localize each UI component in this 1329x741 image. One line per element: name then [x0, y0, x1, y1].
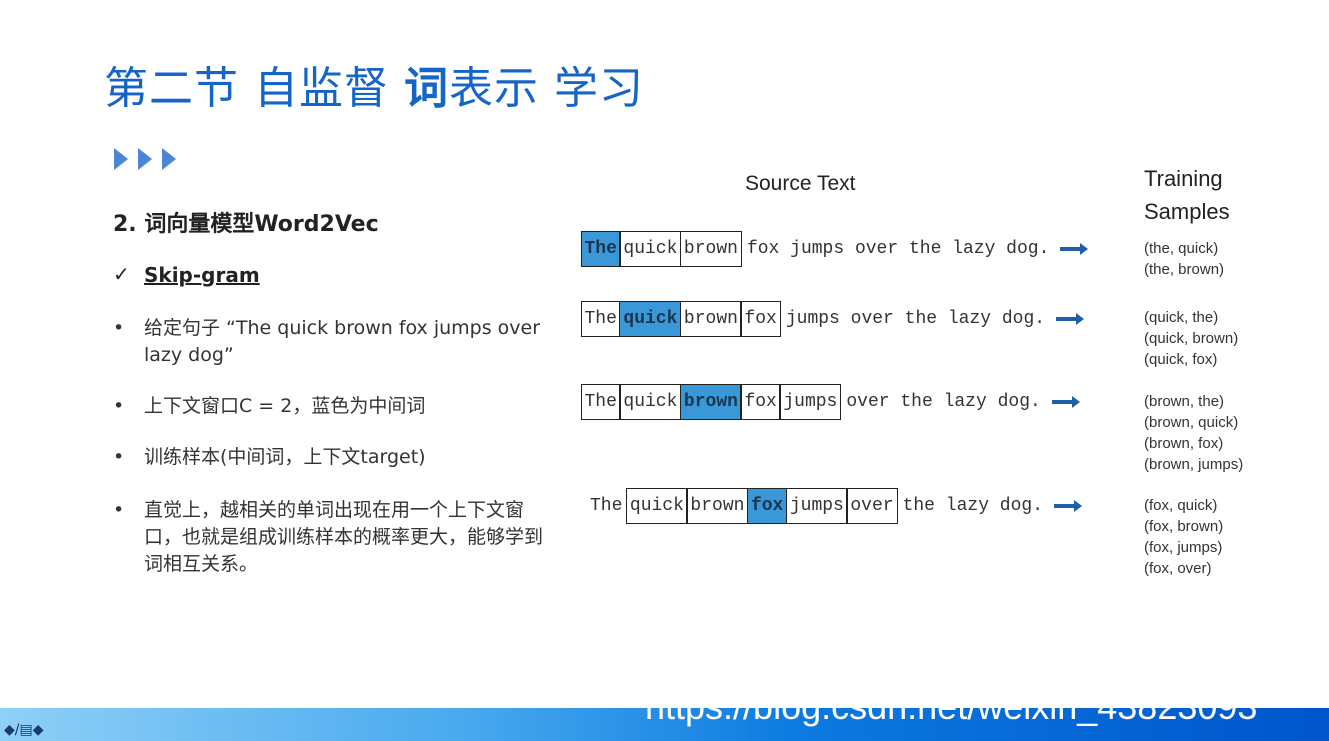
training-sample: (fox, jumps) — [1144, 539, 1223, 556]
bullet-text-4: 直觉上，越相关的单词出现在用一个上下文窗口，也就是组成训练样本的概率更大，能够学… — [144, 499, 544, 575]
training-samples-list: (the, quick) (the, brown) — [1144, 238, 1224, 280]
bullet-text-2: 上下文窗口C = 2，蓝色为中间词 — [144, 395, 426, 417]
training-sample: (the, quick) — [1144, 240, 1219, 257]
source-text-heading: Source Text — [745, 172, 856, 195]
bullet-text-1: 给定句子 “The quick brown fox jumps over laz… — [144, 317, 541, 366]
bullet-text-3: 训练样本(中间词，上下文target) — [144, 446, 426, 468]
training-samples-list: (brown, the) (brown, quick) (brown, fox) (b… — [1144, 391, 1243, 475]
training-sample: (fox, quick) — [1144, 497, 1218, 514]
center-word-box: fox — [746, 488, 788, 524]
bullet-icon: • — [113, 446, 125, 468]
bullet-icon: • — [113, 499, 125, 521]
context-word-box: The — [580, 301, 621, 337]
bullet-icon: • — [113, 317, 125, 339]
training-sample: (quick, the) — [1144, 309, 1219, 326]
context-word-box: brown — [686, 488, 749, 524]
training-sample: (quick, fox) — [1144, 351, 1218, 368]
training-sample: (brown, fox) — [1144, 435, 1224, 452]
context-word-box: jumps — [779, 384, 842, 420]
sentence-text: The — [590, 496, 623, 516]
center-word-box: quick — [619, 301, 682, 337]
context-word-box: fox — [740, 384, 781, 420]
arrow-right-icon — [1056, 313, 1085, 325]
context-word-box: quick — [619, 384, 682, 420]
training-samples-list: (fox, quick) (fox, brown) (fox, jumps) (fox… — [1144, 495, 1223, 579]
context-word-box: fox — [740, 301, 781, 337]
arrow-right-icon — [1051, 396, 1080, 408]
context-word-box: quick — [619, 231, 682, 267]
training-sample: (brown, the) — [1144, 393, 1225, 410]
sentence-text: fox jumps over the lazy dog. — [746, 239, 1050, 259]
arrow-right-icon — [1054, 500, 1083, 512]
training-sample: (brown, quick) — [1144, 414, 1239, 431]
context-word-box: The — [580, 384, 621, 420]
context-word-box: jumps — [785, 488, 848, 524]
skip-gram-label: Skip-gram — [144, 263, 260, 287]
title-text: 第二节 自监督 — [104, 63, 404, 114]
sentence-text: over the lazy dog. — [846, 392, 1041, 412]
training-samples-list: (quick, the) (quick, brown) (quick, fox) — [1144, 307, 1238, 370]
context-word-box: brown — [679, 301, 742, 337]
training-sample: (quick, brown) — [1144, 330, 1239, 347]
sentence-text: jumps over the lazy dog. — [785, 309, 1046, 329]
training-sample: (fox, brown) — [1144, 518, 1224, 535]
sentence-text: the lazy dog. — [902, 496, 1044, 516]
checkmark-icon: ✓ — [113, 262, 130, 286]
arrow-right-icon — [1060, 243, 1089, 255]
center-word-box: brown — [679, 384, 742, 420]
center-word-box: The — [580, 231, 621, 267]
training-samples-heading: Training Samples — [1144, 166, 1230, 224]
section-heading: 2. 词向量模型Word2Vec — [113, 212, 379, 237]
slide-title: 第二节 自监督 词表示 学习 — [104, 52, 644, 116]
training-sample: (fox, over) — [1144, 560, 1212, 577]
bullet-icon: • — [113, 395, 125, 417]
slide-nav-icons[interactable]: ◆/▤◆ — [4, 722, 44, 738]
context-word-box: quick — [625, 488, 688, 524]
context-word-box: brown — [679, 231, 742, 267]
training-sample: (the, brown) — [1144, 261, 1225, 278]
watermark: https://blog.csdn.net/weixin_43823093 — [645, 686, 1258, 727]
context-word-box: over — [846, 488, 898, 524]
title-text-2: 表示 学习 — [448, 63, 644, 114]
title-bold: 词 — [403, 63, 449, 114]
footer-bar — [0, 708, 1329, 741]
training-sample: (brown, jumps) — [1144, 456, 1244, 473]
decorative-arrows-icon — [114, 148, 176, 170]
